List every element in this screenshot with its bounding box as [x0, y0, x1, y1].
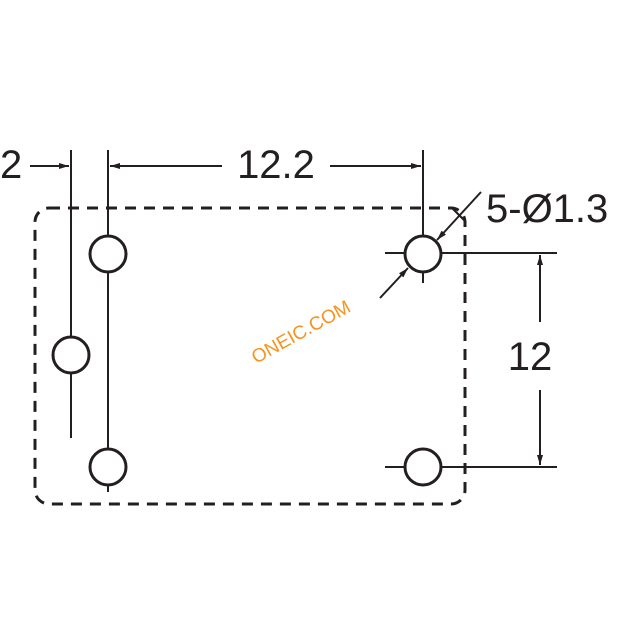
pitch-offset-label: 2: [0, 143, 22, 187]
hole-callout-tick: [451, 207, 467, 223]
hole-callout-lower-arrow: [379, 267, 409, 299]
watermark-text: ONEIC.COM: [248, 297, 354, 369]
pin-hole-middle-left: [51, 335, 91, 375]
pin-hole-bottom-left: [88, 447, 128, 487]
hole-callout-label: 5-Ø1.3: [486, 187, 608, 231]
horizontal-span-label: 12.2: [237, 143, 315, 187]
pin-hole-bottom-right: [403, 447, 443, 487]
pin-hole-top-left: [88, 234, 128, 274]
vertical-span-label: 12: [508, 335, 553, 379]
package-outline: [33, 206, 467, 506]
pin-hole-top-right: [403, 234, 443, 274]
